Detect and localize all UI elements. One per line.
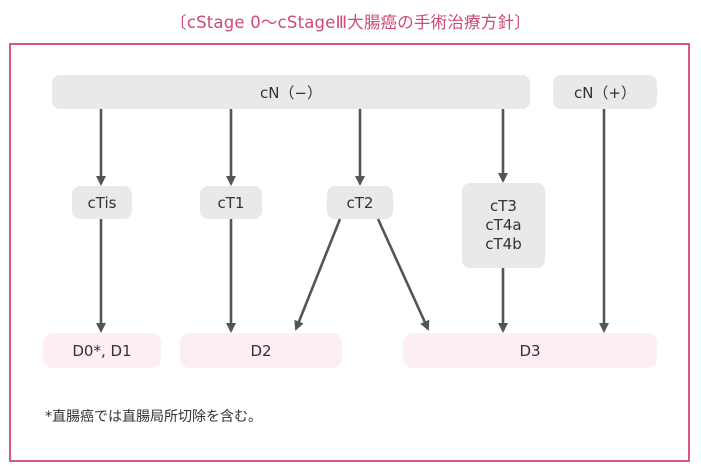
arrow-ct2-to-d3	[376, 218, 430, 331]
footnote: *直腸癌では直腸局所切除を含む。	[45, 409, 262, 425]
outcome-d3: D3	[403, 333, 657, 368]
node-ct2: cT2	[327, 186, 393, 219]
node-cn-positive: cN（+）	[553, 75, 657, 109]
node-ct3-label: cT3	[490, 197, 517, 215]
outcome-d2: D2	[180, 333, 342, 368]
node-cn-negative: cN（−）	[52, 75, 530, 109]
node-ct4b-label: cT4b	[485, 235, 522, 253]
outcome-d0-d1: D0*, D1	[43, 333, 161, 368]
arrow-ct2-to-d2	[294, 218, 342, 331]
node-ctis: cTis	[72, 186, 132, 219]
diagram-title: 〔cStage 0〜cStageⅢ大腸癌の手術治療方針〕	[170, 13, 531, 32]
node-ct3-ct4: cT3 cT4a cT4b	[462, 183, 545, 268]
node-ct4a-label: cT4a	[485, 216, 522, 234]
diagram-frame	[9, 43, 690, 462]
node-ct1: cT1	[200, 186, 262, 219]
